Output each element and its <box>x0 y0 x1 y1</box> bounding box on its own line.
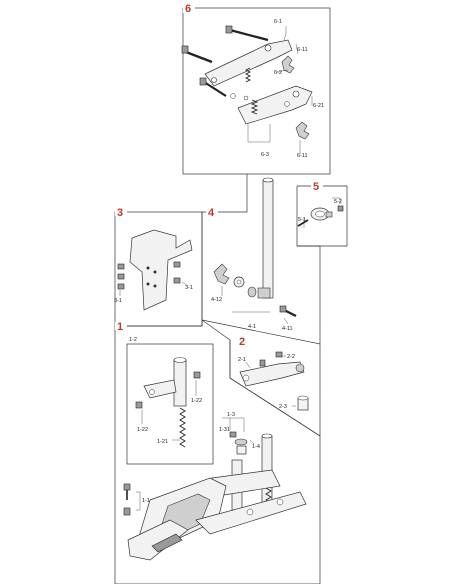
section-1-frame <box>114 319 321 584</box>
upper-clamp-arm <box>204 39 293 87</box>
mounting-bracket <box>129 229 193 311</box>
label-1-21: 1-21 <box>157 439 168 445</box>
label-1-4: 1-4 <box>252 444 260 450</box>
screws-3-1-right <box>173 261 181 284</box>
washer-icon <box>230 93 236 99</box>
vertical-post <box>257 177 274 299</box>
label-3-1-right: 3-1 <box>185 285 193 291</box>
section-2-number: 2 <box>239 336 245 348</box>
label-6-11-lower: 6-11 <box>297 153 308 159</box>
sleeve-2-3 <box>297 395 309 411</box>
section-5: 5 5-2 5-1 <box>296 181 348 247</box>
label-6-11: 6-11 <box>297 47 308 53</box>
label-2-2: 2-2 <box>287 354 295 360</box>
section-5-number: 5 <box>313 181 319 193</box>
label-2-1: 2-1 <box>238 357 246 363</box>
spring-6-3 <box>250 99 259 115</box>
memory-lock-clamp <box>310 207 333 221</box>
section-5-frame <box>296 185 348 247</box>
label-1-31: 1-31 <box>219 427 230 433</box>
label-6-3: 6-3 <box>261 152 269 158</box>
lower-bolt <box>199 77 227 97</box>
spring-hook-arm <box>239 361 305 387</box>
wing-nut-lower <box>295 121 310 140</box>
small-screw-icon <box>337 205 344 212</box>
pedal-assembly <box>127 433 307 561</box>
screws-3-1-left <box>117 263 125 290</box>
section-2-frame <box>229 340 321 437</box>
screw-1-31 <box>229 431 237 438</box>
section-2: 2 2-1 2-2 2-3 <box>229 336 321 437</box>
washer-4-small <box>247 286 257 298</box>
upper-bolt <box>181 45 213 64</box>
lower-clamp-arm <box>237 85 313 125</box>
screw-2-2 <box>275 351 283 358</box>
clamp-screw <box>297 219 309 227</box>
label-6-1: 6-1 <box>274 19 282 25</box>
label-6-2: 6-2 <box>274 70 282 76</box>
bushing-1-3 <box>236 445 247 455</box>
label-5-1: 5-1 <box>298 217 306 223</box>
label-4-11: 4-11 <box>282 326 293 332</box>
label-4-1: 4-1 <box>248 324 256 330</box>
bolt-4-11 <box>279 305 297 317</box>
washer-1-3 <box>234 438 248 446</box>
label-1-1: 1-1 <box>142 498 150 504</box>
section-6-number: 6 <box>185 3 191 15</box>
hinge-post-1-2 <box>143 357 187 407</box>
section-6-frame <box>182 7 331 175</box>
section-3: 3 3-1 3-1 <box>114 207 203 327</box>
wing-nut-4 <box>213 263 230 285</box>
top-bolt <box>225 25 269 42</box>
section-4: 4 4-12 4-1 4-11 <box>201 174 321 345</box>
spring-6-2 <box>243 67 252 101</box>
label-1-2: 1-2 <box>129 337 137 343</box>
label-1-22-right: 1-22 <box>191 398 202 404</box>
label-1-3: 1-3 <box>227 412 235 418</box>
label-5-2: 5-2 <box>334 199 342 205</box>
label-2-3: 2-3 <box>279 404 287 410</box>
screw-1-22-right <box>193 371 201 379</box>
section-3-number: 3 <box>117 207 123 219</box>
section-1-number: 1 <box>117 321 123 333</box>
subsection-1-2-frame <box>126 343 214 465</box>
spring-1-21 <box>179 407 186 448</box>
screw-1-22-left <box>135 401 143 409</box>
section-6: 6 <box>181 3 331 175</box>
wing-nut-upper <box>281 55 295 74</box>
label-6-21: 6-21 <box>313 103 324 109</box>
section-1: 1 1-2 1-22 1-22 1-21 1-3 1-31 1-4 <box>114 319 321 584</box>
screw-2-1 <box>259 359 266 367</box>
washer-icon <box>284 101 290 107</box>
section-4-number: 4 <box>208 207 215 219</box>
label-1-22-left: 1-22 <box>137 427 148 433</box>
label-3-1-left: 3-1 <box>114 298 122 304</box>
label-4-12: 4-12 <box>211 297 222 303</box>
screws-1-1 <box>123 483 131 516</box>
section-4-frame <box>201 174 321 345</box>
